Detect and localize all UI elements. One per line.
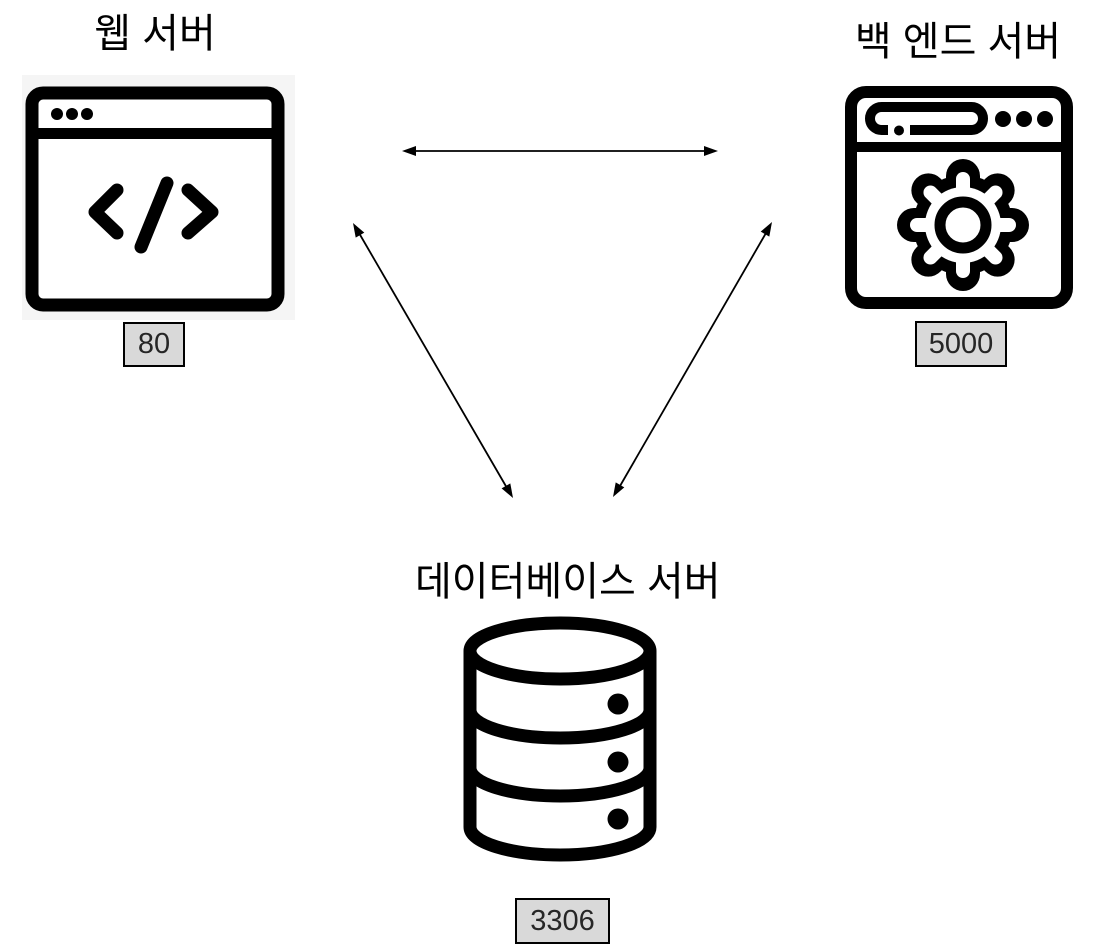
web-server-port-badge: 80: [123, 322, 185, 367]
backend-server-port-badge: 5000: [915, 321, 1007, 367]
edge-backend-database: [613, 222, 772, 497]
database-server-label: 데이터베이스 서버: [415, 560, 721, 604]
web-server-label: 웹 서버: [94, 12, 216, 56]
browser-gear-icon: [845, 86, 1073, 309]
gear-glyph: [897, 159, 1029, 291]
database-icon: [463, 616, 657, 862]
edge-web-backend: [402, 146, 718, 156]
backend-server-label: 백 엔드 서버: [854, 20, 1062, 64]
database-server-port-badge: 3306: [515, 898, 610, 944]
edge-web-database: [353, 223, 513, 498]
browser-code-icon: [25, 86, 285, 312]
